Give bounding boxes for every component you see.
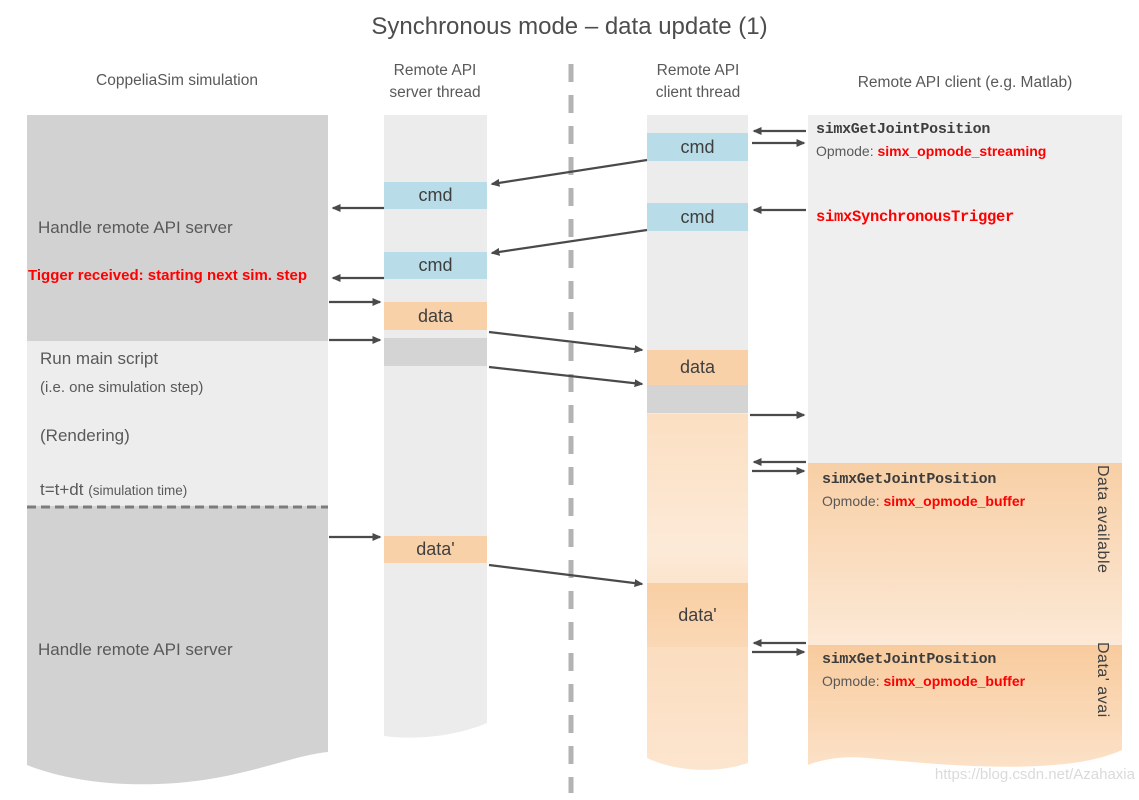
coppeliasim-column: [27, 115, 328, 790]
api-call-3-function: simxGetJointPosition: [822, 651, 997, 668]
arrow-client-cmd2-to-server-cmd2: [490, 228, 648, 256]
api-call-2: simxGetJointPosition Opmode: simx_opmode…: [822, 471, 1025, 509]
matlab-client-column: [808, 115, 1122, 775]
client-data-box: data: [647, 350, 748, 385]
matlab-data-prime-available-section: [808, 645, 1122, 775]
client-gray-box: [647, 385, 748, 413]
arrow-server-gray-to-client: [488, 365, 644, 388]
client-cmd-box-2: cmd: [647, 203, 748, 231]
header-client-line2: client thread: [655, 84, 741, 102]
time-step-label: t=t+dt (simulation time): [40, 480, 187, 500]
api-call-3-opmode: Opmode: simx_opmode_buffer: [822, 673, 1025, 689]
arrow-server-data-to-client-data: [488, 330, 644, 354]
handle-remote-api-server-bottom-label: Handle remote API server: [38, 640, 233, 659]
matlab-data-available-section: [808, 463, 1122, 645]
header-server-thread: Remote API server thread: [370, 60, 500, 105]
header-server-line1: Remote API: [393, 62, 477, 79]
api-call-1-opmode: Opmode: simx_opmode_streaming: [816, 143, 1046, 159]
run-main-script-sub-label: (i.e. one simulation step): [40, 379, 204, 396]
client-data-prime-box: data': [647, 583, 748, 647]
header-coppeliasim: CoppeliaSim simulation: [96, 72, 258, 89]
server-cmd-box-1: cmd: [384, 182, 487, 209]
server-thread-column: [384, 115, 487, 740]
opmode-label: Opmode:: [822, 673, 884, 689]
opmode-label: Opmode:: [822, 493, 884, 509]
server-data-box: data: [384, 302, 487, 330]
arrow-client-cmd1-to-server-cmd1: [490, 158, 648, 187]
api-call-1: simxGetJointPosition Opmode: simx_opmode…: [816, 121, 1046, 159]
server-cmd-box-2: cmd: [384, 252, 487, 279]
api-call-2-function: simxGetJointPosition: [822, 471, 997, 488]
trigger-received-label: Tigger received: starting next sim. step: [28, 267, 307, 284]
header-client-thread: Remote API client thread: [633, 60, 763, 105]
data-prime-available-vertical-label: Data' avai: [1094, 642, 1111, 718]
handle-remote-api-server-top-label: Handle remote API server: [38, 218, 233, 237]
data-available-vertical-label: Data available: [1094, 465, 1111, 574]
opmode-label: Opmode:: [816, 143, 878, 159]
client-cmd-box-1: cmd: [647, 133, 748, 161]
synchronous-trigger-call: simxSynchronousTrigger: [816, 208, 1015, 226]
coppeliasim-handle-section-top: [27, 115, 328, 341]
server-gray-box: [384, 338, 487, 366]
run-main-script-label: Run main script: [40, 349, 159, 368]
api-call-3: simxGetJointPosition Opmode: simx_opmode…: [822, 651, 1025, 689]
rendering-label: (Rendering): [40, 426, 130, 445]
coppeliasim-mainscript-section: [27, 341, 328, 506]
matlab-gray-section: [808, 115, 1122, 463]
watermark-text: https://blog.csdn.net/Azahaxia: [934, 766, 1135, 783]
api-call-2-opmode: Opmode: simx_opmode_buffer: [822, 493, 1025, 509]
page-title: Synchronous mode – data update (1): [371, 13, 768, 40]
opmode-value-buffer-1: simx_opmode_buffer: [883, 493, 1026, 509]
api-call-1-function: simxGetJointPosition: [816, 121, 991, 138]
header-server-line2: server thread: [389, 84, 481, 102]
header-client-line1: Remote API: [656, 62, 740, 79]
time-step-expression: t=t+dt: [40, 480, 84, 499]
opmode-value-buffer-2: simx_opmode_buffer: [883, 673, 1026, 689]
header-matlab-client: Remote API client (e.g. Matlab): [857, 74, 1073, 91]
coppeliasim-handle-section-bottom: [27, 506, 328, 790]
time-step-sub: (simulation time): [88, 483, 188, 498]
opmode-value-streaming: simx_opmode_streaming: [877, 143, 1047, 159]
arrow-server-data-prime-to-client: [488, 563, 644, 588]
server-data-prime-box: data': [384, 536, 487, 563]
